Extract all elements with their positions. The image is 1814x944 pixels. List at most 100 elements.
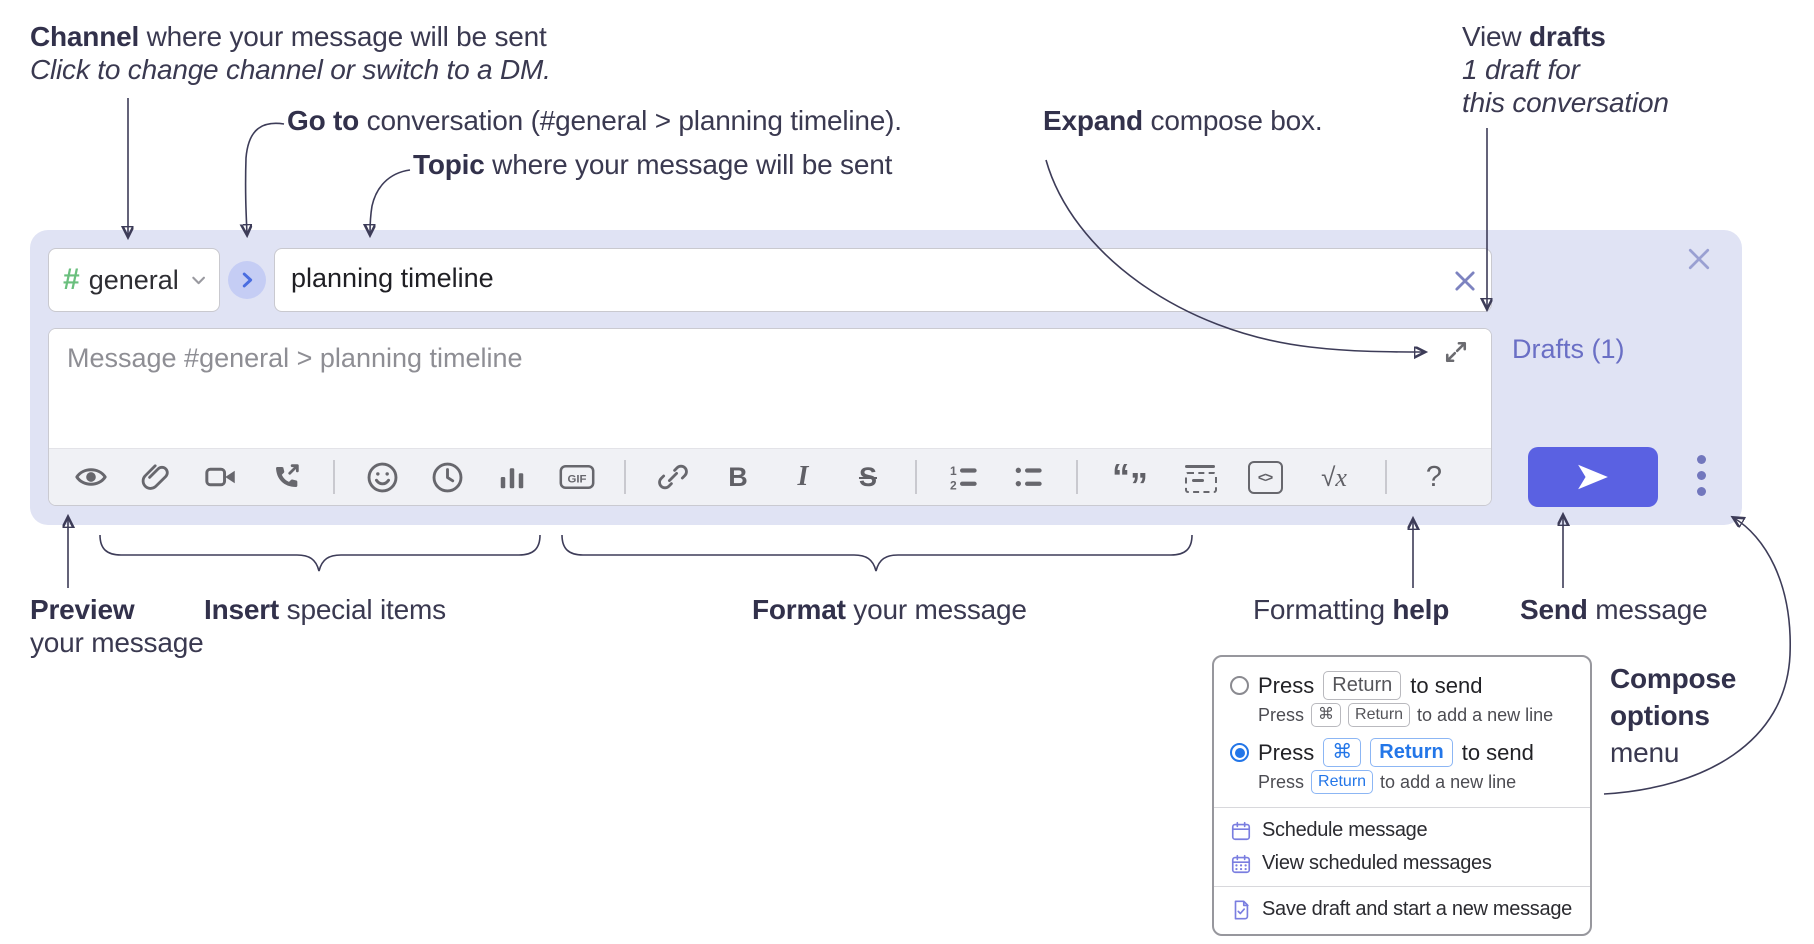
spoiler-icon [1185, 464, 1217, 493]
dot [1696, 487, 1706, 496]
quote-icon: “ [1112, 456, 1130, 498]
brace-format [561, 534, 1193, 572]
dot [1696, 455, 1706, 464]
radio-unselected-icon[interactable] [1230, 676, 1249, 695]
popup-divider [1214, 807, 1590, 808]
topic-input-wrapper [274, 248, 1492, 312]
code-button[interactable]: <> [1247, 459, 1283, 495]
send-button[interactable] [1528, 447, 1658, 507]
calendar-icon [1231, 821, 1251, 840]
menu-item-schedule-message[interactable]: Schedule message [1214, 814, 1590, 847]
topic-input[interactable] [275, 249, 1421, 307]
chevron-down-icon [192, 276, 205, 285]
message-input[interactable] [49, 329, 1491, 449]
popup-divider [1214, 886, 1590, 887]
return-key: Return [1348, 703, 1411, 727]
compose-options-menu-button[interactable] [1694, 455, 1708, 496]
svg-text:GIF: GIF [568, 474, 587, 486]
enter-sends-option-hint: Press ⌘ Return to add a new line [1214, 703, 1590, 734]
clock-icon [432, 462, 462, 493]
channel-selector[interactable]: # general [48, 248, 220, 312]
gif-button[interactable]: GIF [559, 459, 595, 495]
bold-glyph: B [728, 461, 748, 492]
document-check-icon [1234, 899, 1249, 920]
phone-call-icon [276, 464, 299, 488]
link-button[interactable] [655, 459, 691, 495]
spoiler-button[interactable] [1182, 459, 1218, 495]
cmd-enter-sends-option-hint: Press Return to add a new line [1214, 770, 1590, 801]
numbered-list-icon: 12 [950, 464, 977, 493]
bulleted-list-icon [1015, 467, 1042, 487]
expand-icon [1445, 341, 1467, 363]
connector-topic [370, 169, 411, 234]
annotation-channel: Channel where your message will be sent … [30, 20, 551, 86]
brace-insert [99, 534, 541, 572]
compose-options-popup: Press Return to send Press ⌘ Return to a… [1212, 655, 1592, 936]
calendar-grid-icon [1231, 854, 1251, 873]
annotation-view-drafts: View drafts 1 draft for this conversatio… [1462, 21, 1669, 118]
quote-button[interactable]: “” [1112, 456, 1148, 506]
dot [1696, 471, 1706, 480]
schedule-time-button[interactable] [429, 459, 465, 495]
toolbar-divider [915, 460, 917, 495]
video-call-button[interactable] [203, 459, 239, 495]
strike-glyph: S [858, 461, 877, 492]
preview-button[interactable] [73, 459, 109, 495]
math-button[interactable]: √x [1312, 459, 1356, 495]
annotation-format: Format your message [752, 594, 1027, 625]
video-camera-icon [205, 467, 235, 487]
annotation-goto: Go to conversation (#general > planning … [287, 105, 902, 136]
close-compose-button[interactable] [1682, 242, 1716, 276]
cmd-enter-sends-option[interactable]: Press ⌘ Return to send [1214, 734, 1590, 770]
annotation-send-message: Send message [1520, 594, 1708, 625]
link-icon [658, 465, 688, 490]
svg-text:2: 2 [950, 479, 957, 493]
drafts-link[interactable]: Drafts (1) [1512, 334, 1625, 364]
math-icon: √x [1321, 461, 1347, 492]
menu-item-save-draft[interactable]: Save draft and start a new message [1214, 893, 1590, 926]
expand-compose-button[interactable] [1440, 336, 1472, 368]
radio-selected-icon[interactable] [1230, 743, 1249, 762]
annotation-compose-options: Compose options menu [1610, 663, 1737, 768]
toolbar-divider [1385, 460, 1387, 495]
message-box: GIF B I S 12 “” <> √x ? [48, 328, 1492, 506]
cmd-key: ⌘ [1323, 738, 1362, 767]
code-icon: <> [1247, 460, 1283, 494]
toolbar-divider [333, 460, 335, 495]
attach-file-button[interactable] [138, 459, 174, 495]
enter-sends-option[interactable]: Press Return to send [1214, 667, 1590, 703]
bold-button[interactable]: B [720, 459, 756, 495]
clear-topic-button[interactable] [1450, 266, 1480, 296]
go-to-conversation-button[interactable] [228, 261, 266, 299]
smiley-icon [367, 462, 397, 493]
voice-call-button[interactable] [268, 459, 304, 495]
close-icon [1688, 248, 1710, 270]
connector-goto [246, 122, 285, 234]
formatting-help-button[interactable]: ? [1416, 459, 1452, 495]
annotation-expand: Expand compose box. [1043, 105, 1323, 136]
menu-item-view-scheduled[interactable]: View scheduled messages [1214, 847, 1590, 880]
annotation-channel-rest: where your message will be sent [139, 21, 547, 52]
return-key: Return [1370, 738, 1453, 767]
toolbar-divider [1076, 460, 1078, 495]
cmd-key: ⌘ [1311, 703, 1342, 727]
annotation-channel-hint: Click to change channel or switch to a D… [30, 54, 551, 85]
italic-button[interactable]: I [785, 459, 821, 495]
channel-name: general [88, 264, 179, 295]
return-key: Return [1323, 671, 1402, 700]
paperclip-icon [141, 464, 169, 491]
return-key: Return [1311, 770, 1374, 794]
poll-button[interactable] [494, 459, 530, 495]
strikethrough-button[interactable]: S [850, 459, 886, 495]
bar-chart-icon [500, 468, 524, 489]
emoji-button[interactable] [364, 459, 400, 495]
svg-text:1: 1 [950, 464, 957, 478]
bulleted-list-button[interactable] [1011, 459, 1047, 495]
toolbar-divider [624, 460, 626, 495]
send-plane-icon [1578, 464, 1608, 490]
annotation-insert: Insert special items [204, 594, 446, 625]
italic-glyph: I [797, 461, 809, 493]
